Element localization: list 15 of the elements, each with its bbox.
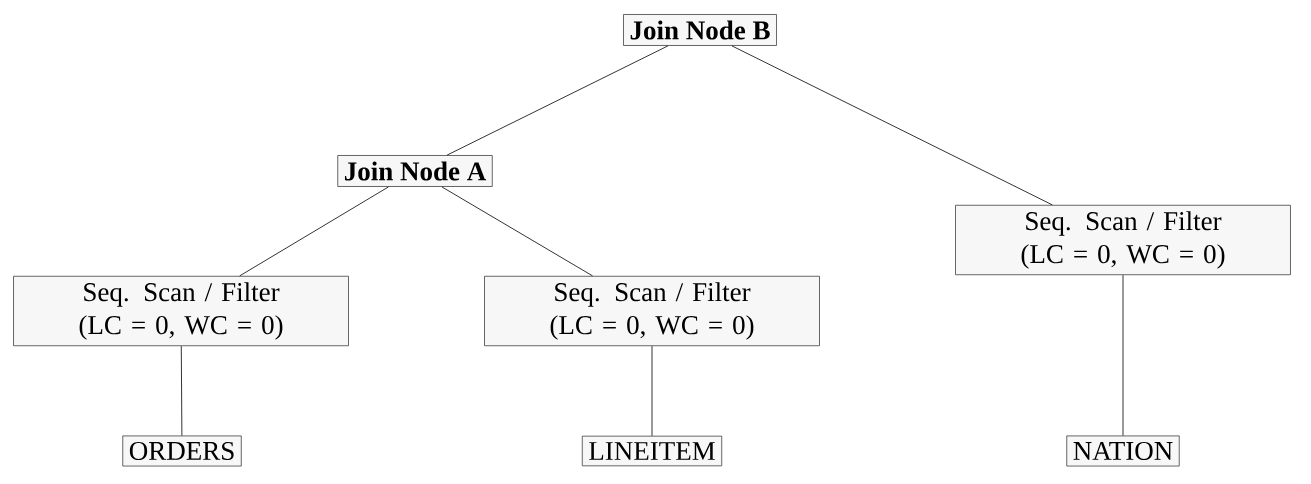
table-box: LINEITEM — [581, 435, 723, 467]
scan-box: Seq. Scan / Filter (LC = 0, WC = 0) — [955, 204, 1291, 276]
connector-line — [239, 186, 389, 277]
table-box: ORDERS — [122, 435, 242, 467]
connector-line — [651, 345, 653, 437]
join-box: Join Node B — [623, 14, 777, 46]
table-box: NATION — [1066, 435, 1180, 467]
connector-line — [180, 345, 183, 436]
scan-box: Seq. Scan / Filter (LC = 0, WC = 0) — [484, 275, 820, 347]
connector-line — [1122, 274, 1124, 436]
connector-line — [731, 45, 1053, 206]
connector-line — [441, 186, 593, 277]
connector-line — [446, 45, 669, 156]
scan-box: Seq. Scan / Filter (LC = 0, WC = 0) — [13, 275, 349, 347]
join-box: Join Node A — [337, 155, 493, 187]
